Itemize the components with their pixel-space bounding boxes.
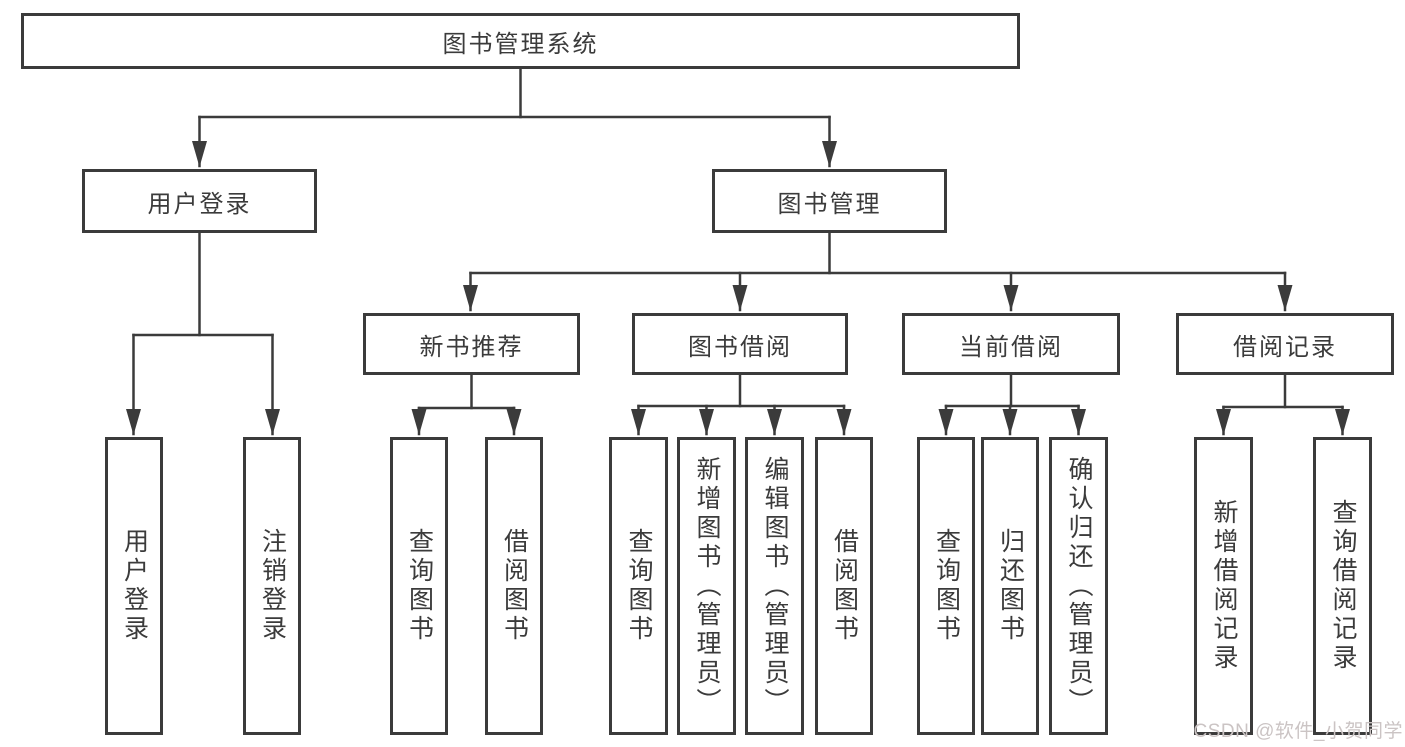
leaf-label: 借阅图书 [500, 528, 529, 644]
leaf-label: 归还图书 [996, 528, 1025, 644]
leaf-label: 查询图书 [405, 528, 434, 644]
node-root-system: 图书管理系统 [21, 13, 1020, 69]
node-book-management: 图书管理 [712, 169, 947, 233]
connector-new-book-children [411, 373, 522, 436]
node-leaf-query-borrow-record: 查询借阅记录 [1313, 437, 1372, 735]
node-current-borrowing: 当前借阅 [902, 313, 1120, 375]
connector-book-mgmt-to-level3 [463, 231, 1293, 312]
node-leaf-query-books-borrow: 查询图书 [609, 437, 668, 735]
node-leaf-user-login: 用户登录 [105, 437, 163, 735]
leaf-label: 确认归还（管理员） [1065, 455, 1093, 717]
connector-borrow-record-children [1216, 373, 1350, 436]
node-leaf-query-books-recommend: 查询图书 [390, 437, 448, 735]
node-leaf-borrow-books-recommend: 借阅图书 [485, 437, 543, 735]
node-leaf-add-borrow-record: 新增借阅记录 [1194, 437, 1253, 735]
leaf-label: 注销登录 [258, 528, 287, 644]
leaf-label: 新增借阅记录 [1210, 499, 1238, 673]
leaf-label: 借阅图书 [830, 528, 859, 644]
leaf-label: 编辑图书（管理员） [761, 455, 789, 717]
connector-root-to-level2 [192, 66, 837, 168]
leaf-label: 查询图书 [625, 528, 653, 644]
node-leaf-confirm-return-admin: 确认归还（管理员） [1049, 437, 1108, 735]
connector-current-borrow-children [938, 373, 1086, 436]
node-book-borrowing: 图书借阅 [632, 313, 848, 375]
node-leaf-add-books-admin: 新增图书（管理员） [677, 437, 736, 735]
leaf-label: 用户登录 [120, 528, 149, 644]
watermark-text: CSDN @软件_小贺同学 [1193, 721, 1403, 742]
node-user-login: 用户登录 [82, 169, 317, 233]
node-borrowing-records: 借阅记录 [1176, 313, 1394, 375]
leaf-label: 查询图书 [932, 528, 961, 644]
node-leaf-return-books: 归还图书 [981, 437, 1039, 735]
connector-book-borrow-children [631, 373, 852, 436]
leaf-label: 新增图书（管理员） [693, 455, 721, 717]
node-leaf-logout: 注销登录 [243, 437, 301, 735]
node-leaf-borrow-books: 借阅图书 [815, 437, 873, 735]
node-leaf-query-books-current: 查询图书 [917, 437, 975, 735]
connector-user-login-children [126, 231, 280, 436]
node-new-book-recommend: 新书推荐 [363, 313, 580, 375]
node-leaf-edit-books-admin: 编辑图书（管理员） [745, 437, 804, 735]
leaf-label: 查询借阅记录 [1329, 499, 1357, 673]
